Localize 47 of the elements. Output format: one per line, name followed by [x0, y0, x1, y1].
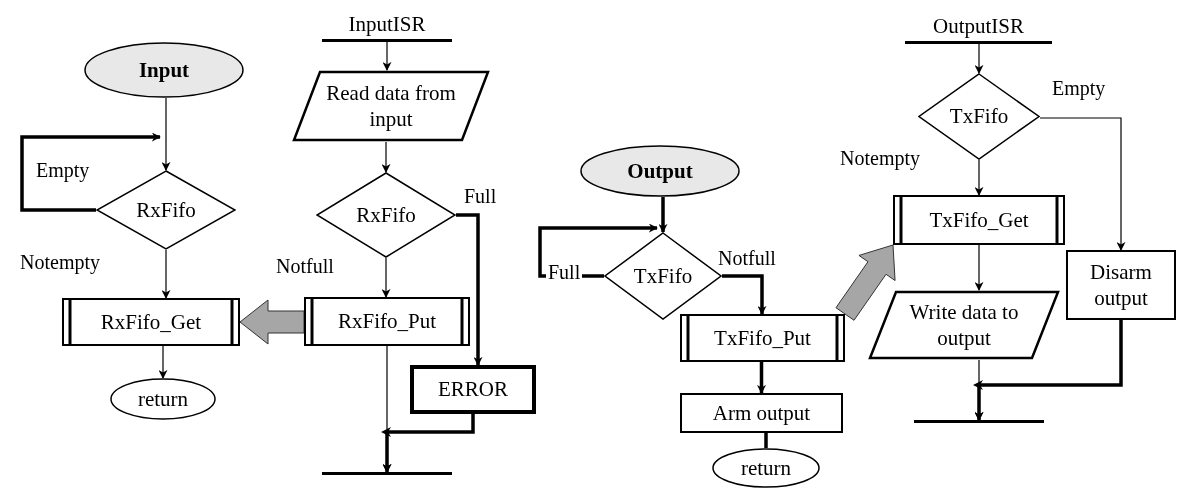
- process-box: [410, 365, 536, 414]
- node-text: RxFifo_Get: [99, 308, 203, 336]
- end-bar: [322, 472, 452, 475]
- decision-diamond: [316, 172, 456, 258]
- terminal-ellipse: [84, 42, 244, 98]
- edge-label: Empty: [1050, 78, 1108, 98]
- io-parallelogram: [292, 70, 490, 142]
- process-box: [1066, 250, 1176, 320]
- subroutine-box: [304, 297, 470, 346]
- node-text: TxFifo: [948, 103, 1010, 130]
- node-text: RxFifo: [135, 196, 197, 224]
- edge-label: Notfull: [716, 248, 778, 268]
- node-text: return: [739, 454, 793, 482]
- node-text: Write data to output: [908, 298, 1020, 352]
- node-text: TxFifo_Get: [928, 206, 1030, 234]
- node-text: RxFifo_Put: [337, 308, 437, 335]
- node-text: Input: [137, 56, 191, 84]
- entry-text: OutputISR: [933, 16, 1024, 37]
- decision-diamond: [96, 170, 236, 250]
- terminal-ellipse: [110, 378, 216, 420]
- edge-label: Notfull: [274, 256, 336, 276]
- subroutine-box: [893, 195, 1065, 245]
- edge-label: Full: [462, 186, 499, 206]
- end-bar: [914, 420, 1044, 423]
- edge-label: Full: [546, 262, 583, 282]
- io-parallelogram: [868, 290, 1060, 360]
- node-text: return: [136, 385, 190, 413]
- edge-label: Empty: [34, 160, 92, 180]
- node-text: ERROR: [437, 376, 509, 403]
- edge-label: Notempty: [838, 148, 922, 168]
- terminal-ellipse: [712, 448, 820, 488]
- node-text: Disarm output: [1089, 258, 1153, 312]
- node-text: RxFifo: [355, 201, 417, 229]
- node-text: TxFifo: [632, 262, 694, 290]
- subroutine-box: [62, 298, 240, 346]
- entry-text: InputISR: [348, 14, 426, 35]
- decision-diamond: [918, 73, 1040, 160]
- node-text: TxFifo_Put: [713, 324, 812, 352]
- process-box: [680, 393, 843, 433]
- node-text: Read data from input: [325, 79, 457, 133]
- subroutine-box: [680, 314, 845, 362]
- node-text: Arm output: [711, 399, 812, 427]
- node-text: Output: [626, 157, 694, 185]
- edge-label: Notempty: [18, 252, 102, 272]
- terminal-ellipse: [580, 145, 740, 197]
- block-arrow: [835, 244, 896, 321]
- block-arrow: [239, 299, 305, 345]
